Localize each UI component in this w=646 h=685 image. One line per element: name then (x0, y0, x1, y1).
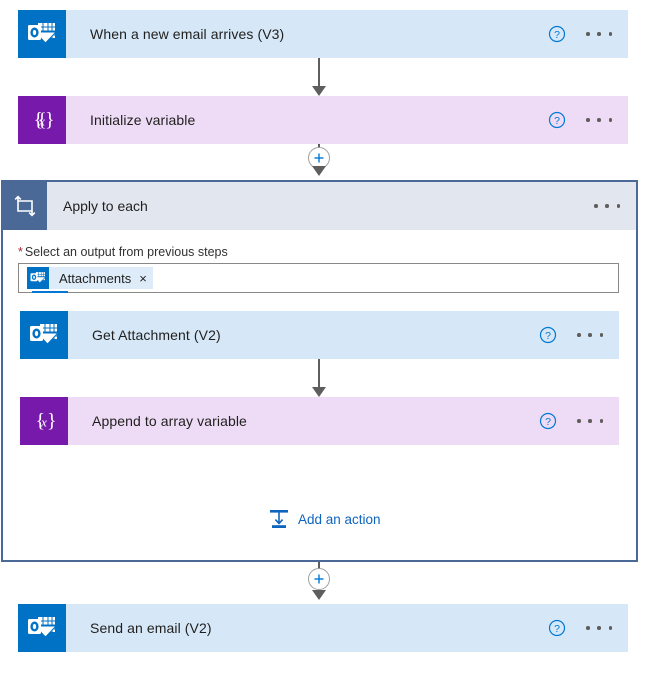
flow-card-send-an-email[interactable]: Send an email (V2) ? (18, 604, 628, 652)
scope-header-body[interactable]: Apply to each (47, 182, 636, 230)
svg-text:}: } (47, 410, 57, 432)
plus-icon (314, 153, 324, 163)
flow-card-append-to-array-variable[interactable]: { x } Append to array variable ? (20, 397, 619, 445)
arrow-down-icon (312, 590, 326, 600)
flow-card-body[interactable]: When a new email arrives (V3) ? (66, 10, 628, 58)
outlook-icon (18, 604, 66, 652)
svg-text:?: ? (545, 416, 551, 428)
svg-text:x: x (40, 415, 47, 430)
token-remove-icon[interactable]: × (139, 270, 147, 286)
svg-text:{: { (37, 110, 46, 131)
svg-text:{: { (36, 410, 46, 432)
token-chip-attachments[interactable]: Attachments × (27, 267, 153, 289)
flow-card-get-attachment[interactable]: Get Attachment (V2) ? (20, 311, 619, 359)
svg-text:?: ? (545, 330, 551, 342)
arrow-down-icon (312, 387, 326, 397)
flow-card-trigger[interactable]: When a new email arrives (V3) ? (18, 10, 628, 58)
select-output-input[interactable]: Attachments × (18, 263, 619, 293)
ellipsis-menu-icon[interactable] (586, 619, 612, 637)
scope-field-label-text: Select an output from previous steps (24, 245, 228, 259)
outlook-icon (18, 10, 66, 58)
ellipsis-menu-icon[interactable] (586, 111, 612, 129)
insert-action-icon (268, 508, 290, 530)
outlook-icon (27, 267, 49, 289)
ellipsis-menu-icon[interactable] (577, 412, 603, 430)
connector-line (318, 58, 320, 90)
help-circle-icon[interactable]: ? (548, 111, 566, 129)
svg-text:?: ? (554, 623, 560, 635)
scope-title: Apply to each (63, 198, 148, 214)
flow-card-title: Send an email (V2) (90, 620, 212, 636)
svg-text:?: ? (554, 115, 560, 127)
svg-text:{: { (34, 109, 44, 131)
flow-card-body[interactable]: Initialize variable ? (66, 96, 628, 144)
flow-card-body[interactable]: Send an email (V2) ? (66, 604, 628, 652)
help-circle-icon[interactable]: ? (539, 326, 557, 344)
svg-text:x: x (38, 114, 45, 129)
flow-card-title: Append to array variable (92, 413, 247, 429)
help-circle-icon[interactable]: ? (548, 25, 566, 43)
scope-field-label: *Select an output from previous steps (18, 245, 228, 259)
ellipsis-menu-icon[interactable] (577, 326, 603, 344)
flow-card-title: When a new email arrives (V3) (90, 26, 285, 42)
svg-text:?: ? (554, 29, 560, 41)
variable-braces-icon: { x { } (18, 96, 66, 144)
arrow-down-icon (312, 166, 326, 176)
required-marker: * (18, 245, 23, 259)
add-an-action-button[interactable]: Add an action (268, 506, 381, 532)
flow-card-body[interactable]: Append to array variable ? (68, 397, 619, 445)
outlook-icon (20, 311, 68, 359)
flow-card-initialize-variable[interactable]: { x { } Initialize variable ? (18, 96, 628, 144)
plus-icon (314, 574, 324, 584)
flow-card-body[interactable]: Get Attachment (V2) ? (68, 311, 619, 359)
svg-text:}: } (45, 109, 55, 131)
token-label: Attachments (59, 270, 132, 286)
add-an-action-label: Add an action (298, 511, 381, 527)
variable-braces-icon: { x } (20, 397, 68, 445)
connector-line (318, 359, 320, 391)
connector-line (318, 144, 320, 148)
arrow-down-icon (312, 86, 326, 96)
insert-step-plus-button[interactable] (308, 568, 330, 590)
flow-card-title: Initialize variable (90, 112, 196, 128)
loop-repeat-icon (3, 182, 47, 230)
flow-card-title: Get Attachment (V2) (92, 327, 221, 343)
connector-line (318, 562, 320, 569)
scope-header[interactable]: Apply to each (3, 182, 636, 230)
ellipsis-menu-icon[interactable] (594, 197, 620, 215)
ellipsis-menu-icon[interactable] (586, 25, 612, 43)
help-circle-icon[interactable]: ? (539, 412, 557, 430)
help-circle-icon[interactable]: ? (548, 619, 566, 637)
